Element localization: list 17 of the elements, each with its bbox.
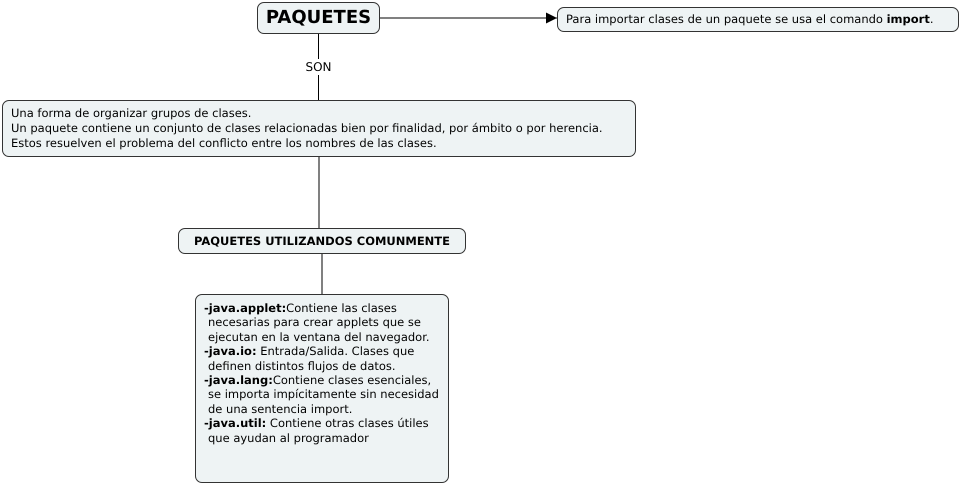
concept-box <box>195 294 449 483</box>
arrow <box>380 12 558 24</box>
node-text: -java.lang:Contiene clases esenciales, se importa impícitamente sin necesidad de una sentencia import. <box>204 373 440 416</box>
node-text: -java.util: Contiene otras clases útiles que ayudan al programador <box>204 416 430 446</box>
node-text: PAQUETES UTILIZANDOS COMUNMENTE <box>192 234 451 248</box>
node-text: -java.applet:Contiene las clases necesarias para crear applets que se ejecutan en la ventana del navegador. <box>204 301 431 344</box>
node-text: Estos resuelven el problema del conflicto entre los nombres de las clases. <box>11 136 438 151</box>
node-text: -java.io: Entrada/Salida. Clases que definen distintos flujos de datos. <box>204 344 416 374</box>
node-text: Un paquete contiene un conjunto de clases relacionadas bien por finalidad, por ámbito o por herencia. <box>11 121 604 136</box>
connector-line <box>318 156 320 228</box>
node-text: Para importar clases de un paquete se usa el comando import. <box>566 12 934 26</box>
concept-box <box>557 7 959 32</box>
concept-box <box>178 228 466 254</box>
concept-box <box>257 2 380 34</box>
concept-box <box>2 100 636 157</box>
node-text: Una forma de organizar grupos de clases. <box>11 106 252 121</box>
node-text: PAQUETES <box>264 7 372 28</box>
